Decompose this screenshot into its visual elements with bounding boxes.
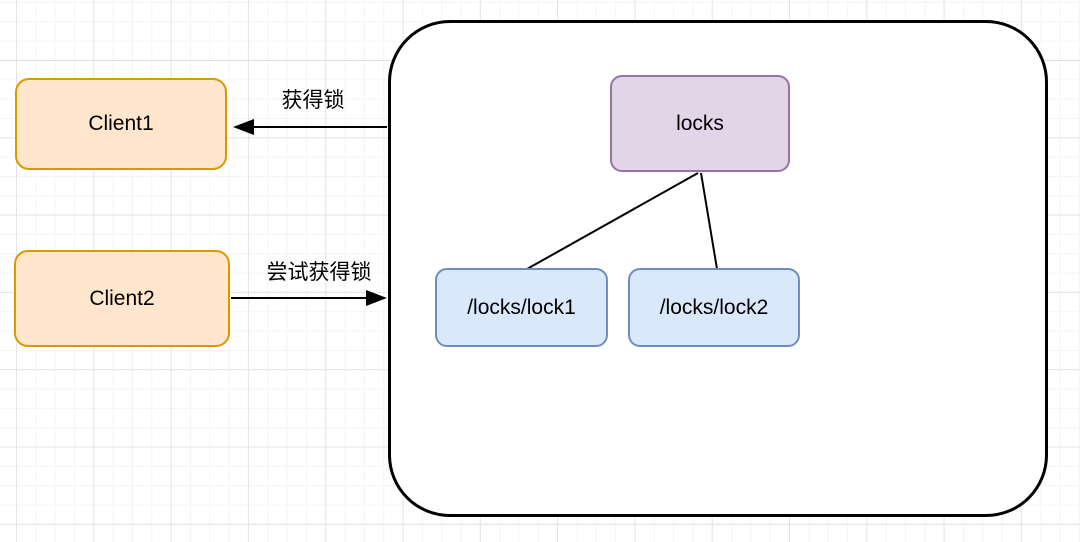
node-lock1: /locks/lock1 — [435, 268, 608, 347]
arrowhead-try-acquire-lock — [366, 290, 387, 306]
node-lock1-label: /locks/lock1 — [467, 295, 576, 319]
edge-label-try-acquire-lock: 尝试获得锁 — [266, 261, 372, 284]
edge-label-acquire-lock: 获得锁 — [281, 89, 345, 112]
node-client2: Client2 — [14, 250, 230, 347]
node-client2-label: Client2 — [89, 286, 155, 310]
arrowhead-acquire-lock — [233, 119, 254, 135]
node-client1: Client1 — [15, 78, 227, 170]
node-lock2: /locks/lock2 — [628, 268, 800, 347]
node-locks-root-label: locks — [676, 111, 724, 135]
node-locks-root: locks — [610, 75, 790, 172]
node-client1-label: Client1 — [88, 112, 154, 135]
node-lock2-label: /locks/lock2 — [659, 295, 769, 319]
